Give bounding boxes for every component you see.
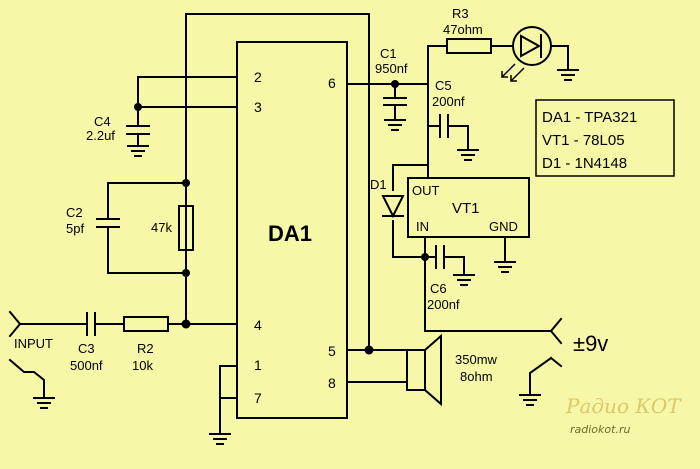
resistor-feedback xyxy=(178,205,194,251)
pin-4-label: 4 xyxy=(254,317,262,333)
watermark-logo: Радио КОТ xyxy=(565,394,682,418)
led-symbol xyxy=(501,26,579,82)
r3-value: 47ohm xyxy=(443,22,483,37)
junctions xyxy=(134,80,429,355)
capacitor-c3 xyxy=(86,312,96,336)
da1-label: DA1 xyxy=(268,221,312,246)
vt1-in-label: IN xyxy=(416,219,429,234)
input-connector xyxy=(8,310,55,409)
pin-5-label: 5 xyxy=(328,343,336,359)
speaker-power: 350mw xyxy=(455,352,498,367)
watermark-site: radiokot.ru xyxy=(570,423,630,436)
pin-6-label: 6 xyxy=(328,75,336,91)
da1-chip xyxy=(236,41,348,419)
speaker-symbol xyxy=(406,333,442,407)
c3-ref: C3 xyxy=(78,341,95,356)
wires xyxy=(19,13,569,435)
pin-2-label: 2 xyxy=(254,69,262,85)
c2-value: 5pf xyxy=(66,221,84,236)
resistor-r3 xyxy=(446,38,492,54)
vt1-out-label: OUT xyxy=(412,183,440,198)
pin-3-label: 3 xyxy=(254,99,262,115)
legend-line-1: DA1 - TPA321 xyxy=(542,109,637,126)
r2-value: 10k xyxy=(132,358,153,373)
capacitor-c6 xyxy=(435,245,475,286)
vt1-name: VT1 xyxy=(452,200,480,217)
part-legend: DA1 - TPA321 VT1 - 78L05 D1 - 1N4148 xyxy=(535,99,675,177)
capacitor-c5 xyxy=(439,114,479,161)
c6-value: 200nf xyxy=(427,297,460,312)
input-label: INPUT xyxy=(14,336,53,351)
c5-ref: C5 xyxy=(435,78,452,93)
c3-value: 500nf xyxy=(70,358,103,373)
c6-ref: C6 xyxy=(430,281,447,296)
pin-8-label: 8 xyxy=(328,375,336,391)
c1-ref: C1 xyxy=(380,46,397,61)
r3-ref: R3 xyxy=(452,6,469,21)
ground-symbol-da1 xyxy=(209,433,231,445)
diode-d1 xyxy=(381,195,405,219)
supply-connector xyxy=(519,317,563,406)
c4-value: 2.2uf xyxy=(86,128,115,143)
capacitor-c2 xyxy=(96,218,120,228)
feedback-resistor-value: 47k xyxy=(151,220,172,235)
pin-1-label: 1 xyxy=(254,357,262,373)
pin-7-label: 7 xyxy=(254,390,262,406)
c1-value: 950nf xyxy=(375,61,408,76)
resistor-r2 xyxy=(123,316,169,332)
d1-ref: D1 xyxy=(370,177,387,192)
capacitor-c4 xyxy=(126,125,150,157)
vt1-gnd-label: GND xyxy=(489,219,518,234)
r2-ref: R2 xyxy=(137,341,154,356)
supply-voltage-label: ±9v xyxy=(573,331,608,356)
legend-line-2: VT1 - 78L05 xyxy=(542,132,625,149)
legend-line-3: D1 - 1N4148 xyxy=(542,155,627,172)
c5-value: 200nf xyxy=(432,94,465,109)
speaker-impedance: 8ohm xyxy=(460,369,493,384)
ground-symbol-vt1 xyxy=(494,261,516,273)
c4-ref: C4 xyxy=(94,114,111,129)
capacitor-c1 xyxy=(383,97,407,131)
c2-ref: C2 xyxy=(66,205,83,220)
vt1-regulator xyxy=(407,177,530,238)
